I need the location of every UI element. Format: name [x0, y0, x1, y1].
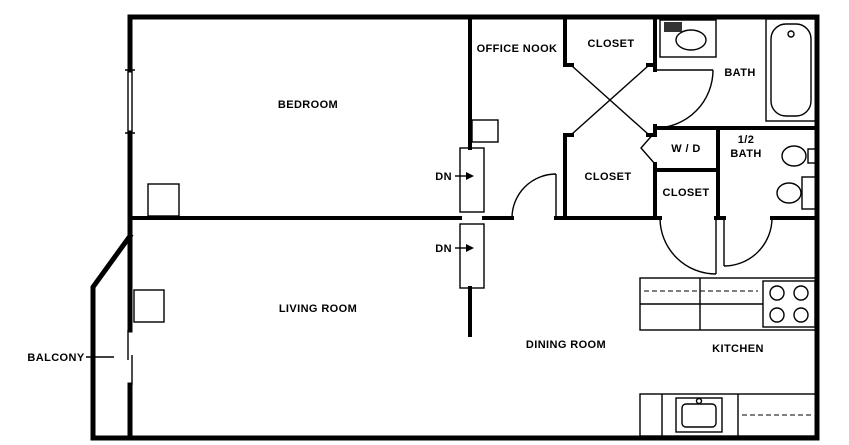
balcony-sliding-door	[127, 330, 133, 385]
dn-arrowhead-upper	[466, 172, 474, 180]
bedroom-window	[125, 69, 135, 134]
vanity-basin	[675, 29, 707, 51]
closet-door-stubs	[563, 63, 657, 137]
kitchen-counter-lower-divisions	[661, 394, 739, 436]
stove-burner-4	[793, 307, 809, 323]
room-label-half-bath-line1: 1/2	[738, 134, 755, 146]
stove-burner-3	[769, 307, 785, 323]
wall-balcony-outer	[90, 232, 134, 441]
bathtub-inner	[770, 23, 812, 117]
office-chase	[471, 119, 499, 143]
room-label-office-nook: OFFICE NOOK	[477, 43, 558, 55]
room-label-living-room: LIVING ROOM	[279, 303, 357, 315]
doors	[511, 65, 773, 275]
kitchen-fixtures	[639, 277, 818, 437]
bathtub-outer	[765, 18, 817, 122]
room-label-dining-room: DINING ROOM	[526, 339, 606, 351]
room-label-bedroom: BEDROOM	[278, 99, 338, 111]
halfbath-sink-ledge	[807, 148, 817, 164]
halfbath-sink	[781, 145, 807, 167]
room-label-closet-mid: CLOSET	[584, 171, 631, 183]
stair-shaft-lower	[459, 223, 485, 289]
room-label-washer-dryer: W / D	[671, 143, 701, 155]
bath-fixtures	[659, 18, 817, 122]
livingroom-chase	[133, 289, 165, 323]
toilet-bowl	[776, 182, 802, 204]
halfbath-fixtures	[776, 145, 817, 210]
room-label-closet-low: CLOSET	[662, 187, 709, 199]
kitchen-counter-lower	[639, 393, 818, 437]
stove	[762, 280, 816, 328]
hall-door-swing	[511, 173, 557, 219]
closet-low-door-swing	[659, 217, 717, 275]
room-label-bath: BATH	[724, 67, 755, 79]
stove-burner-2	[793, 285, 809, 301]
misc-structures	[86, 119, 499, 358]
stair-shaft-upper	[459, 147, 485, 213]
stairs-down-label-upper: DN	[435, 171, 452, 183]
room-label-closet-top: CLOSET	[587, 38, 634, 50]
openings	[125, 69, 135, 385]
room-label-balcony: BALCONY	[27, 352, 84, 364]
vanity-counter	[659, 19, 717, 58]
toilet-tank	[801, 176, 817, 210]
kitchen-faucet	[695, 397, 703, 405]
stairs-down-label-lower: DN	[435, 243, 452, 255]
vanity-faucet	[664, 22, 682, 32]
stairs	[455, 147, 485, 289]
kitchen-counter-upper-divisions	[640, 278, 763, 330]
closet-bifold-doors	[571, 65, 649, 135]
bathtub-drain	[787, 30, 795, 38]
room-labels: BEDROOM OFFICE NOOK CLOSET BATH W / D 1/…	[27, 38, 763, 364]
exterior-walls	[90, 14, 820, 441]
room-label-half-bath-line2: BATH	[730, 148, 761, 160]
bedroom-chase	[147, 183, 180, 217]
stove-burner-1	[769, 285, 785, 301]
interior-walls	[128, 15, 819, 337]
dn-arrowhead-lower	[466, 244, 474, 252]
bath-door-swing	[654, 69, 714, 129]
room-label-kitchen: KITCHEN	[712, 343, 764, 355]
wd-bifold-door	[640, 131, 656, 165]
halfbath-door-swing	[723, 217, 773, 267]
